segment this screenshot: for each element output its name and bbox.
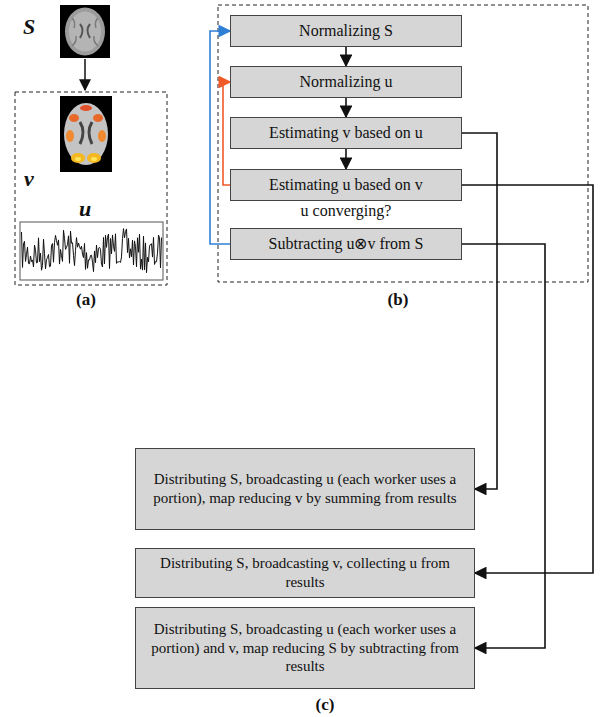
connector-arrow [210, 31, 230, 244]
box-text: Estimating u based on v [269, 175, 423, 195]
process-box: Normalizing u [230, 66, 462, 98]
condition-note: u converging? [266, 202, 426, 220]
time-series [22, 229, 162, 273]
box-text: Distributing S, broadcasting u (each wor… [146, 470, 464, 508]
box-text: Estimating v based on u [269, 123, 423, 143]
connector-arrow [345, 47, 347, 66]
panel-label: (b) [378, 290, 418, 310]
symbol-label: S [14, 14, 44, 40]
process-box: Normalizing S [230, 15, 462, 47]
box-text: Normalizing S [299, 21, 393, 41]
panel-label: (c) [305, 695, 345, 715]
dashed-frame [15, 92, 167, 285]
panel-label: (a) [61, 290, 111, 310]
connector-arrow [223, 82, 230, 185]
process-box: Estimating v based on u [230, 117, 462, 149]
connector-arrow [345, 98, 347, 117]
process-box: Estimating u based on v [230, 169, 462, 201]
box-text: Subtracting u⊗v from S [269, 234, 424, 254]
process-box: Distributing S, broadcasting u (each wor… [135, 607, 475, 689]
box-text: Distributing S, broadcasting v, collecti… [146, 554, 464, 592]
arrow [84, 59, 86, 90]
brain-map-v [60, 96, 112, 172]
symbol-label: v [14, 166, 44, 192]
connector-arrow [345, 149, 347, 169]
connector-arrow [462, 133, 497, 489]
box-text: Normalizing u [300, 72, 393, 92]
symbol-label: u [70, 196, 100, 222]
dashed-frame [218, 5, 588, 282]
box-text: Distributing S, broadcasting u (each wor… [146, 620, 464, 676]
brain-scan-s [60, 5, 110, 58]
plot-frame [20, 222, 163, 280]
process-box: Distributing S, broadcasting u (each wor… [135, 448, 475, 530]
process-box: Distributing S, broadcasting v, collecti… [135, 548, 475, 598]
process-box: Subtracting u⊗v from S [230, 228, 462, 260]
